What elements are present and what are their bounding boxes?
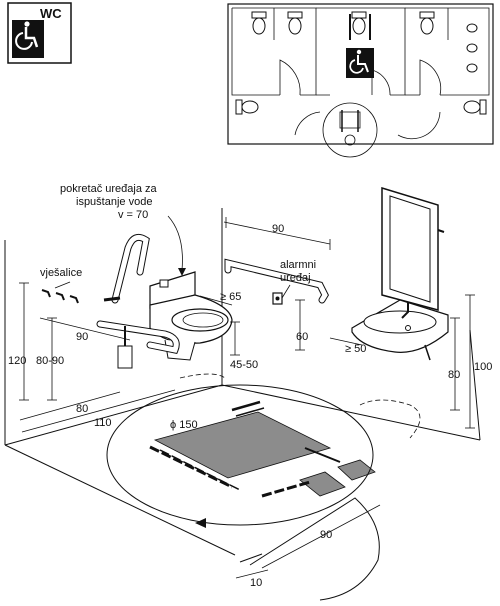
wc-sign: WC: [7, 2, 72, 64]
wheelchair-icon: [12, 20, 44, 58]
dim-60: 60: [296, 331, 308, 343]
text-labels: pokretač uređaja za ispuštanje vode v = …: [8, 183, 492, 589]
flush-label-line2: ispuštanje vode: [76, 196, 152, 208]
dim-90-top: 90: [272, 223, 284, 235]
dim-110: 110: [94, 417, 112, 429]
plan-wheelchair-icon: [346, 48, 374, 78]
dim-90-left: 90: [76, 331, 88, 343]
dim-80-sink: 80: [448, 369, 460, 381]
dimension-lines: [19, 217, 475, 579]
dim-65: ≥ 65: [220, 291, 241, 303]
plan-urinals: [466, 23, 478, 73]
dim-80-90: 80-90: [36, 355, 64, 367]
grab-bar-fold-up: [103, 233, 150, 304]
dim-10: 10: [250, 577, 262, 589]
turning-circle: [106, 384, 374, 526]
toilet-brush: [117, 326, 133, 369]
grab-bar-side: [96, 320, 180, 354]
dim-120: 120: [8, 355, 26, 367]
plan-toilets: [235, 11, 487, 115]
grab-bar-wall: [224, 258, 329, 304]
leader-lines: [54, 215, 291, 299]
alarm-button-icon: [275, 296, 280, 301]
alarm-label-line2: uređaj: [280, 272, 311, 284]
dim-150: ϕ 150: [170, 419, 198, 431]
dim-100: 100: [474, 361, 492, 373]
flush-label-line1: pokretač uređaja za: [60, 183, 157, 195]
sink: [351, 299, 449, 361]
sign-label: WC: [40, 6, 62, 21]
hangers-label: vješalice: [40, 267, 82, 279]
dim-50: ≥ 50: [345, 343, 366, 355]
room-3d: [4, 186, 481, 601]
mirror: [381, 186, 445, 311]
plan-turning-wheelchair: [339, 110, 361, 146]
dim-80-floor: 80: [76, 403, 88, 415]
dim-90-door: 90: [320, 529, 332, 541]
dim-45-50: 45-50: [230, 359, 258, 371]
toilet: [149, 271, 233, 361]
floor-tactile-pattern: [149, 400, 376, 498]
door-swing: [249, 497, 380, 601]
hangers: [41, 289, 79, 304]
floor-plan: [227, 3, 494, 158]
flush-label-line3: v = 70: [118, 209, 148, 221]
alarm-label-line1: alarmni: [280, 259, 316, 271]
